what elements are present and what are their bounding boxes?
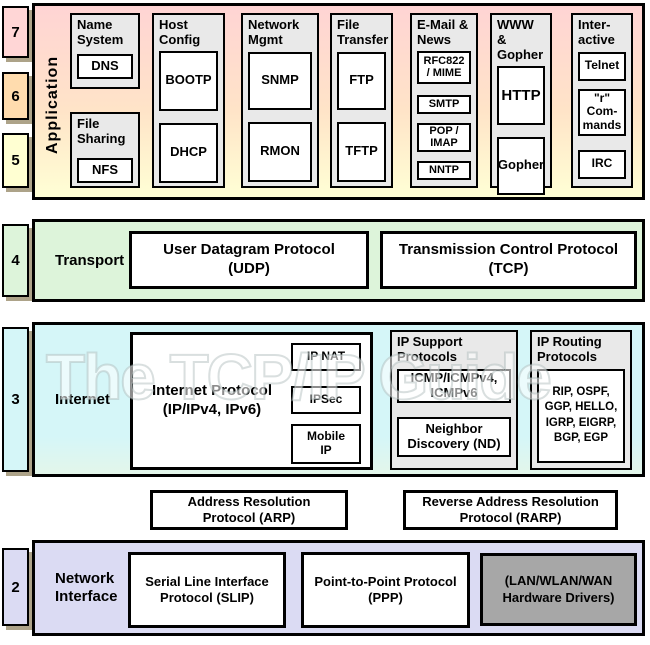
layer-number-6: 6 — [2, 72, 29, 120]
ip-routing-protocols-group: IP Routing Protocols RIP, OSPF, GGP, HEL… — [530, 330, 632, 470]
app-group-heading: File Sharing — [77, 116, 126, 146]
protocol-box-routing-list: RIP, OSPF, GGP, HELLO, IGRP, EIGRP, BGP,… — [537, 368, 625, 463]
protocol-box-irc: IRC — [578, 149, 626, 179]
app-group-file-sharing: File Sharing NFS — [70, 112, 140, 188]
ip-support-heading: IP Support Protocols — [397, 334, 463, 364]
protocol-box-ip: Internet Protocol (IP/IPv4, IPv6) IP NAT… — [130, 332, 373, 470]
app-group-network-mgmt: Network Mgmt SNMP RMON — [241, 13, 319, 188]
app-group-www-gopher: WWW & Gopher HTTP Gopher — [490, 13, 552, 195]
protocol-box-gopher: Gopher — [497, 136, 545, 195]
network-interface-label: Network Interface — [55, 570, 118, 605]
protocol-box-icmp: ICMP/ICMPv4, ICMPv6 — [397, 368, 511, 403]
layer-number-2: 2 — [2, 548, 29, 626]
network-interface-band: Network Interface Serial Line Interface … — [32, 540, 645, 636]
internet-layer-label: Internet — [55, 390, 111, 408]
layer-number-7: 7 — [2, 6, 29, 58]
protocol-box-nfs: NFS — [77, 157, 133, 183]
app-group-heading: Host Config — [159, 17, 201, 47]
protocol-box-rarp: Reverse Address Resolution Protocol (RAR… — [403, 490, 618, 530]
app-group-heading: WWW & Gopher — [497, 17, 544, 62]
protocol-box-smtp: SMTP — [417, 94, 471, 114]
layer-number-4: 4 — [2, 224, 29, 297]
protocol-box-ipsec: IPSec — [291, 386, 361, 414]
app-group-heading: Network Mgmt — [248, 17, 300, 47]
app-group-name-system: Name System DNS — [70, 13, 140, 89]
protocol-box-http: HTTP — [497, 65, 545, 125]
protocol-box-tftp: TFTP — [337, 121, 386, 182]
protocol-box-snmp: SNMP — [248, 51, 312, 110]
protocol-box-ppp: Point-to-Point Protocol (PPP) — [301, 552, 470, 628]
protocol-box-neighbor-discovery: Neighbor Discovery (ND) — [397, 416, 511, 457]
protocol-box-rmon: RMON — [248, 121, 312, 182]
transport-layer-band: Transport User Datagram Protocol (UDP) T… — [32, 219, 645, 302]
app-group-email-news: E-Mail & News RFC822 / MIME SMTP POP / I… — [410, 13, 478, 188]
ip-routing-heading: IP Routing Protocols — [537, 334, 602, 364]
protocol-box-tcp: Transmission Control Protocol (TCP) — [380, 231, 637, 289]
protocol-box-ftp: FTP — [337, 51, 386, 110]
hardware-drivers-box: (LAN/WLAN/WAN Hardware Drivers) — [480, 553, 637, 626]
app-group-interactive: Inter- active Telnet "r" Com- mands IRC — [571, 13, 633, 188]
protocol-box-bootp: BOOTP — [159, 50, 218, 111]
app-group-file-transfer: File Transfer FTP TFTP — [330, 13, 393, 188]
transport-layer-label: Transport — [55, 251, 125, 269]
protocol-box-arp: Address Resolution Protocol (ARP) — [150, 490, 348, 530]
app-group-heading: Name System — [77, 17, 124, 47]
internet-layer-band: Internet Internet Protocol (IP/IPv4, IPv… — [32, 322, 645, 477]
protocol-box-dns: DNS — [77, 53, 133, 79]
protocol-box-rfc822-mime: RFC822 / MIME — [417, 50, 471, 84]
ip-support-protocols-group: IP Support Protocols ICMP/ICMPv4, ICMPv6… — [390, 330, 518, 470]
ip-title: Internet Protocol (IP/IPv4, IPv6) — [151, 382, 272, 418]
application-layer-band: Application Name System DNS File Sharing… — [32, 3, 645, 200]
app-group-host-config: Host Config BOOTP DHCP — [152, 13, 225, 188]
application-layer-label: Application — [44, 55, 61, 154]
layer-number-5: 5 — [2, 133, 29, 188]
protocol-box-slip: Serial Line Interface Protocol (SLIP) — [128, 552, 286, 628]
protocol-box-r-commands: "r" Com- mands — [578, 88, 626, 136]
app-group-heading: Inter- active — [578, 17, 615, 47]
protocol-box-dhcp: DHCP — [159, 122, 218, 183]
protocol-box-pop-imap: POP / IMAP — [417, 122, 471, 152]
protocol-box-nntp: NNTP — [417, 160, 471, 180]
app-group-heading: E-Mail & News — [417, 17, 469, 47]
protocol-box-ip-nat: IP NAT — [291, 343, 361, 371]
layer-number-3: 3 — [2, 327, 29, 472]
app-group-heading: File Transfer — [337, 17, 389, 47]
protocol-box-mobile-ip: Mobile IP — [291, 424, 361, 464]
protocol-box-telnet: Telnet — [578, 51, 626, 81]
protocol-box-udp: User Datagram Protocol (UDP) — [129, 231, 369, 289]
